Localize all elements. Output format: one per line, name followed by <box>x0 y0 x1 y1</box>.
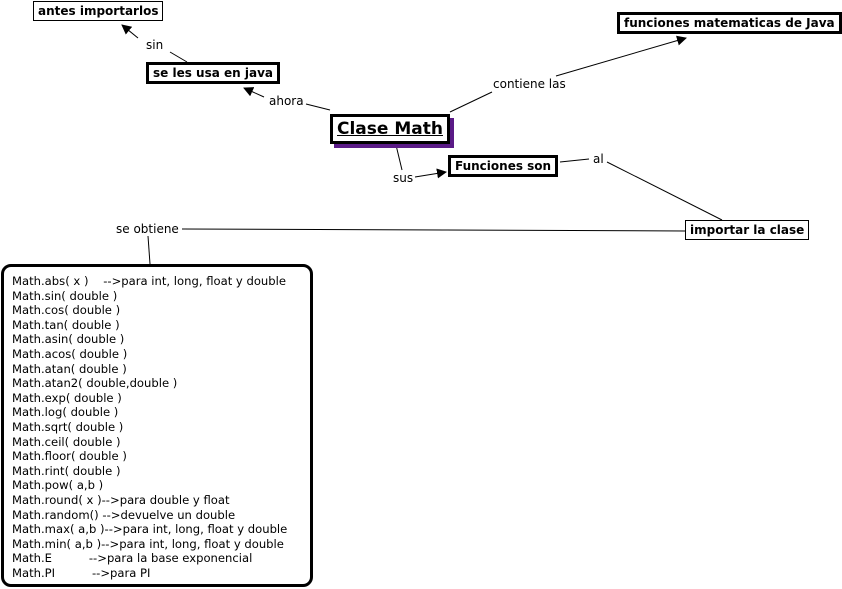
link-label-se-obtiene: se obtiene <box>115 222 180 236</box>
method-row: Math.PI -->para PI <box>12 565 151 580</box>
link-label-al: al <box>592 152 605 166</box>
method-row: Math.floor( double ) <box>12 449 127 464</box>
link-clase-ahora <box>305 103 331 111</box>
link-label-sin: sin <box>145 38 165 52</box>
node-antes-importarlos[interactable]: antes importarlos <box>33 1 164 21</box>
link-al-importar <box>606 161 723 221</box>
link-sin-antes <box>121 24 139 39</box>
method-row: Math.sqrt( double ) <box>12 419 124 434</box>
method-row: Math.abs( x ) -->para int, long, float y… <box>12 274 286 288</box>
link-ahora-se-les-usa <box>243 87 265 98</box>
method-row: Math.acos( double ) <box>12 346 128 361</box>
method-row: Math.round( x )-->para double y float <box>12 492 230 507</box>
link-clase-contiene <box>449 91 493 113</box>
link-label-sus: sus <box>392 171 415 185</box>
method-row: Math.ceil( double ) <box>12 434 121 449</box>
method-row: Math.sin( double ) <box>12 288 118 303</box>
method-row: Math.E -->para la base exponencial <box>12 551 253 566</box>
node-clase-math[interactable]: Clase Math <box>330 114 450 144</box>
method-row: Math.rint( double ) <box>12 463 121 478</box>
method-row: Math.asin( double ) <box>12 332 125 347</box>
link-se-les-usa-sin <box>169 51 188 63</box>
method-row: Math.exp( double ) <box>12 390 122 405</box>
link-clase-sus <box>395 144 403 171</box>
node-se-les-usa-en-java[interactable]: se les usa en java <box>146 62 280 84</box>
method-row: Math.min( a,b )-->para int, long, float … <box>12 536 284 551</box>
link-label-contiene-las: contiene las <box>492 77 567 91</box>
method-row: Math.atan( double ) <box>12 361 127 376</box>
method-row: Math.cos( double ) <box>12 303 121 318</box>
method-row: Math.max( a,b )-->para int, long, float … <box>12 522 288 537</box>
node-importar-la-clase[interactable]: importar la clase <box>685 220 810 240</box>
method-row: Math.random() -->devuelve un double <box>12 507 236 522</box>
node-funciones-matematicas-de-java[interactable]: funciones matematicas de Java <box>617 12 842 34</box>
link-funciones-al <box>559 158 590 163</box>
method-row: Math.tan( double ) <box>12 317 120 332</box>
method-row: Math.pow( a,b ) <box>12 478 104 493</box>
link-label-ahora: ahora <box>268 94 305 108</box>
link-contiene-funciones <box>555 35 687 77</box>
node-funciones-son[interactable]: Funciones son <box>448 155 559 177</box>
method-row: Math.log( double ) <box>12 405 119 420</box>
node-math-methods-list[interactable]: Math.abs( x ) -->para int, long, float y… <box>1 264 313 587</box>
link-importar-se-obtiene <box>181 228 687 232</box>
link-sus-funciones-son <box>414 168 447 179</box>
method-row: Math.atan2( double,double ) <box>12 376 178 391</box>
link-se-obtiene-list <box>147 235 151 265</box>
